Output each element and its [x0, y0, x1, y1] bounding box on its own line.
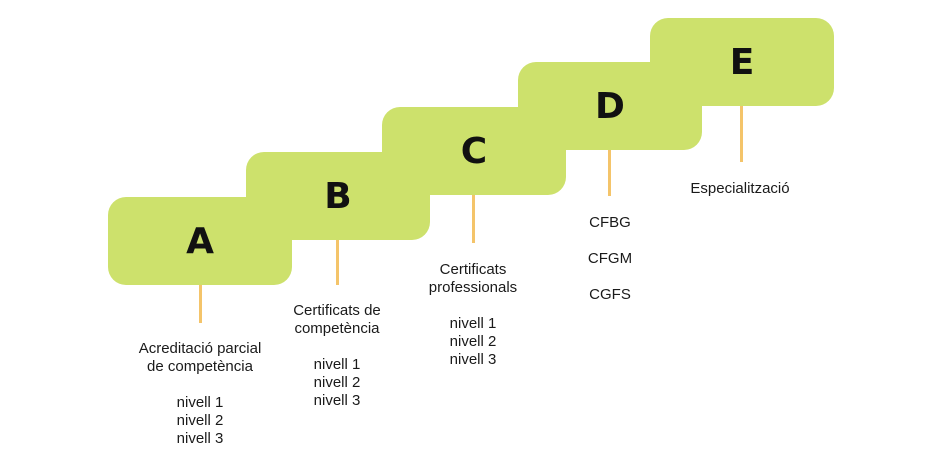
step-a-level-2: nivell 2 — [176, 412, 224, 429]
step-c-level-3: nivell 3 — [449, 351, 497, 368]
step-e-caption: Especialització — [660, 180, 820, 198]
step-b-box: B — [246, 152, 430, 240]
step-a-title-line-1: Acreditació parcial — [138, 340, 262, 357]
step-b-letter: B — [324, 175, 352, 217]
step-e-box: E — [650, 18, 834, 106]
step-d-item-2: CFGM — [587, 250, 633, 267]
step-c-letter: C — [460, 130, 488, 172]
step-c-title-line-2: professionals — [428, 279, 518, 296]
step-b-title-line-1: Certificats de — [293, 302, 381, 319]
step-d-item-1: CFBG — [589, 214, 631, 231]
step-b-level-1: nivell 1 — [313, 356, 361, 373]
step-c-title-line-1: Certificats — [439, 261, 507, 278]
step-d-connector — [608, 150, 611, 196]
step-d-caption: CFBG CFGM CGFS — [560, 214, 660, 322]
step-b-level-3: nivell 3 — [313, 392, 361, 409]
step-d-letter: D — [595, 85, 625, 127]
step-b-title-line-2: competència — [294, 320, 380, 337]
step-c-level-1: nivell 1 — [449, 315, 497, 332]
step-e-connector — [740, 106, 743, 162]
step-b-connector — [336, 240, 339, 285]
step-e-letter: E — [729, 41, 755, 83]
step-a-letter: A — [186, 220, 214, 262]
step-c-caption: Certificats professionals nivell 1 nivel… — [393, 261, 553, 369]
step-e-title: Especialització — [690, 180, 790, 197]
step-b-caption: Certificats de competència nivell 1 nive… — [257, 302, 417, 410]
step-c-level-2: nivell 2 — [449, 333, 497, 350]
step-a-caption: Acreditació parcial de competència nivel… — [110, 340, 290, 448]
step-a-title-line-2: de competència — [147, 358, 253, 375]
step-a-level-1: nivell 1 — [176, 394, 224, 411]
step-a-level-3: nivell 3 — [176, 430, 224, 447]
step-b-level-2: nivell 2 — [313, 374, 361, 391]
step-d-item-3: CGFS — [589, 286, 631, 303]
step-a-connector — [199, 285, 202, 323]
step-c-connector — [472, 195, 475, 243]
